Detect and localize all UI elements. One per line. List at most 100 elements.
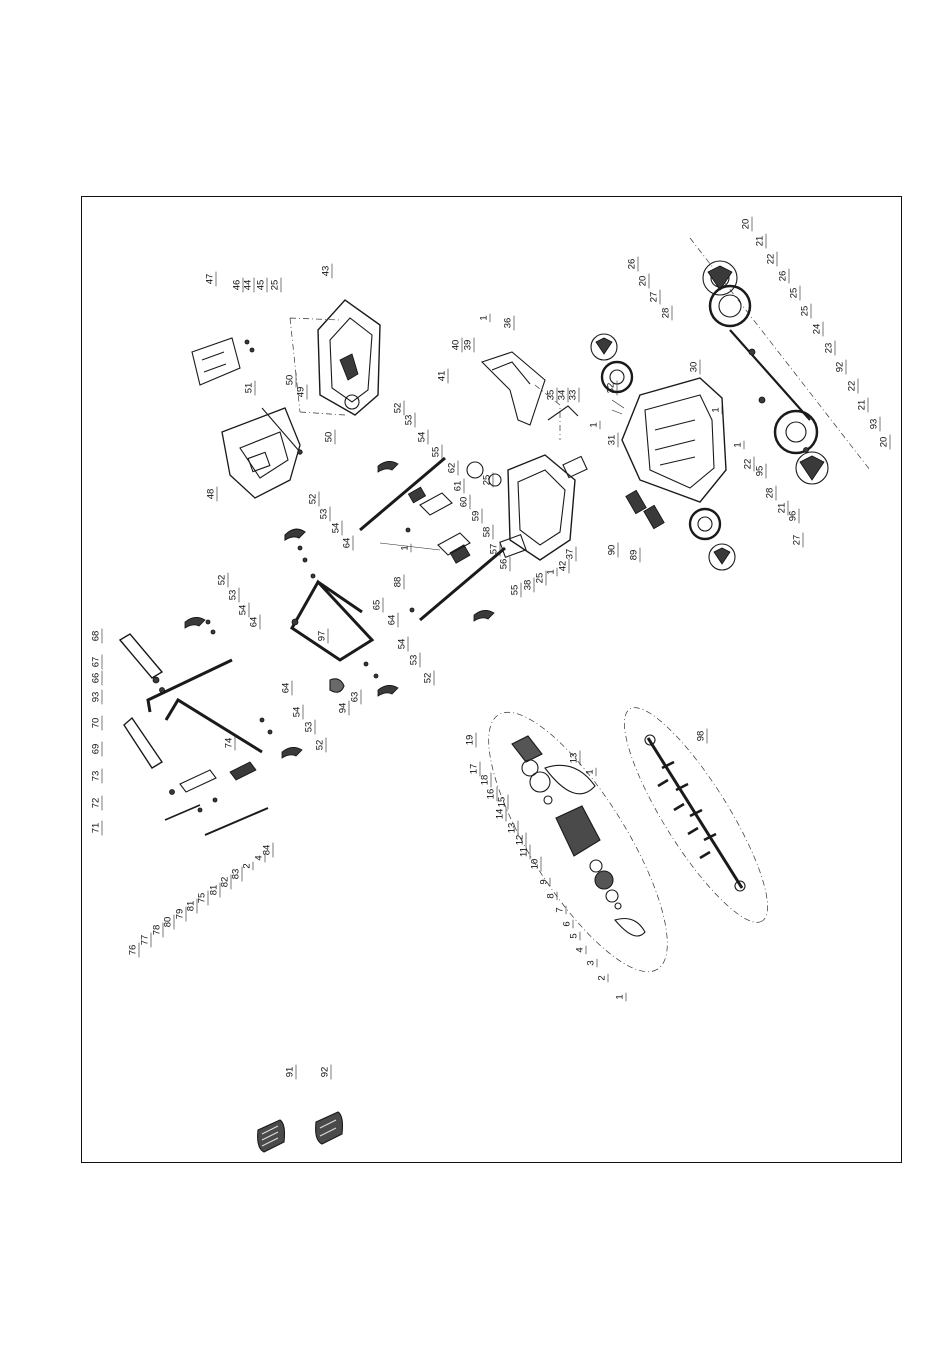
part-number: 83	[231, 869, 242, 880]
part-number: 53	[319, 509, 330, 520]
part-label: 53	[319, 506, 331, 522]
part-label: 74	[224, 735, 236, 751]
part-label: 21	[777, 500, 789, 516]
part-label: 32	[606, 380, 618, 396]
part-number: 43	[321, 266, 332, 277]
part-number: 34	[557, 390, 568, 401]
part-number-labels: 2021222625252423922221932026202728301122…	[91, 216, 891, 1080]
part-label: 57	[489, 541, 501, 557]
part-label: 34	[557, 387, 569, 403]
part-label: 47	[205, 271, 217, 287]
part-number: 53	[304, 722, 315, 733]
part-label: 30	[689, 359, 701, 375]
part-number: 10	[530, 859, 541, 870]
part-number: 52	[217, 575, 228, 586]
part-number: 81	[209, 885, 220, 896]
part-label: 90	[607, 542, 619, 558]
part-number: 54	[292, 707, 303, 718]
part-number: 11	[519, 847, 530, 857]
part-number: 70	[91, 718, 102, 729]
part-number: 96	[788, 511, 799, 522]
part-label: 20	[638, 273, 650, 289]
part-number: 73	[91, 771, 102, 782]
part-number: 27	[792, 535, 803, 546]
part-number: 4	[254, 855, 265, 860]
part-number: 22	[766, 254, 777, 265]
part-label: 13	[569, 750, 581, 766]
part-number: 72	[91, 798, 102, 809]
part-number: 13	[507, 823, 518, 834]
part-label: 24	[812, 321, 824, 337]
part-label: 50	[324, 429, 336, 445]
part-number: 32	[606, 383, 617, 394]
part-label: 45	[256, 277, 268, 293]
part-number: 12	[515, 835, 526, 846]
part-number: 95	[755, 466, 766, 477]
part-number: 59	[471, 511, 482, 522]
part-number: 74	[224, 738, 235, 749]
part-number: 79	[175, 909, 186, 920]
part-number: 92	[835, 362, 846, 373]
part-label: 62	[447, 460, 459, 476]
part-label: 67	[91, 654, 103, 670]
part-label: 1	[546, 567, 558, 577]
part-number: 21	[857, 400, 868, 411]
part-number: 1	[711, 407, 722, 412]
part-label: 83	[231, 866, 243, 882]
part-number: 54	[331, 523, 342, 534]
part-number: 47	[205, 274, 216, 285]
part-label: 70	[91, 715, 103, 731]
part-label: 52	[315, 737, 327, 753]
part-number: 36	[503, 318, 514, 329]
upper-handle-assembly	[118, 617, 303, 836]
part-label: 77	[140, 932, 152, 948]
part-label: 26	[627, 256, 639, 272]
part-label: 91	[285, 1064, 297, 1080]
part-label: 92	[320, 1064, 332, 1080]
part-label: 51	[244, 380, 256, 396]
part-number: 8	[546, 893, 557, 898]
part-label: 8	[546, 891, 558, 901]
part-label: 60	[459, 494, 471, 510]
part-label: 52	[217, 572, 229, 588]
part-number: 37	[565, 549, 576, 560]
part-number: 56	[499, 559, 510, 570]
part-number: 2	[597, 975, 608, 980]
part-number: 18	[480, 775, 491, 786]
part-number: 31	[607, 435, 618, 446]
part-number: 21	[777, 503, 788, 514]
part-label: 3	[586, 958, 598, 968]
part-label: 82	[220, 874, 232, 890]
part-number: 98	[696, 731, 707, 742]
part-label: 72	[91, 795, 103, 811]
part-number: 1	[400, 545, 411, 550]
part-number: 88	[393, 577, 404, 588]
part-label: 2	[242, 861, 254, 871]
part-label: 50	[285, 372, 297, 388]
part-label: 54	[397, 636, 409, 652]
part-number: 22	[743, 459, 754, 470]
part-number: 69	[91, 744, 102, 755]
part-label: 14	[495, 806, 507, 822]
part-number: 16	[486, 789, 497, 800]
part-number: 15	[497, 797, 508, 808]
part-number: 27	[649, 292, 660, 303]
part-number: 6	[562, 921, 573, 926]
part-label: 35	[546, 387, 558, 403]
part-label: 58	[482, 524, 494, 540]
part-label: 31	[607, 432, 619, 448]
diagram-frame	[81, 196, 902, 1163]
part-label: 23	[824, 340, 836, 356]
part-label: 21	[857, 397, 869, 413]
part-label: 10	[530, 856, 542, 872]
part-label: 68	[91, 628, 103, 644]
part-number: 41	[437, 371, 448, 382]
part-number: 20	[638, 276, 649, 287]
part-label: 89	[629, 547, 641, 563]
part-number: 13	[569, 753, 580, 764]
part-number: 1	[589, 422, 600, 427]
part-number: 64	[387, 615, 398, 626]
part-label: 49	[296, 384, 308, 400]
part-number: 46	[232, 280, 243, 291]
part-number: 53	[409, 655, 420, 666]
